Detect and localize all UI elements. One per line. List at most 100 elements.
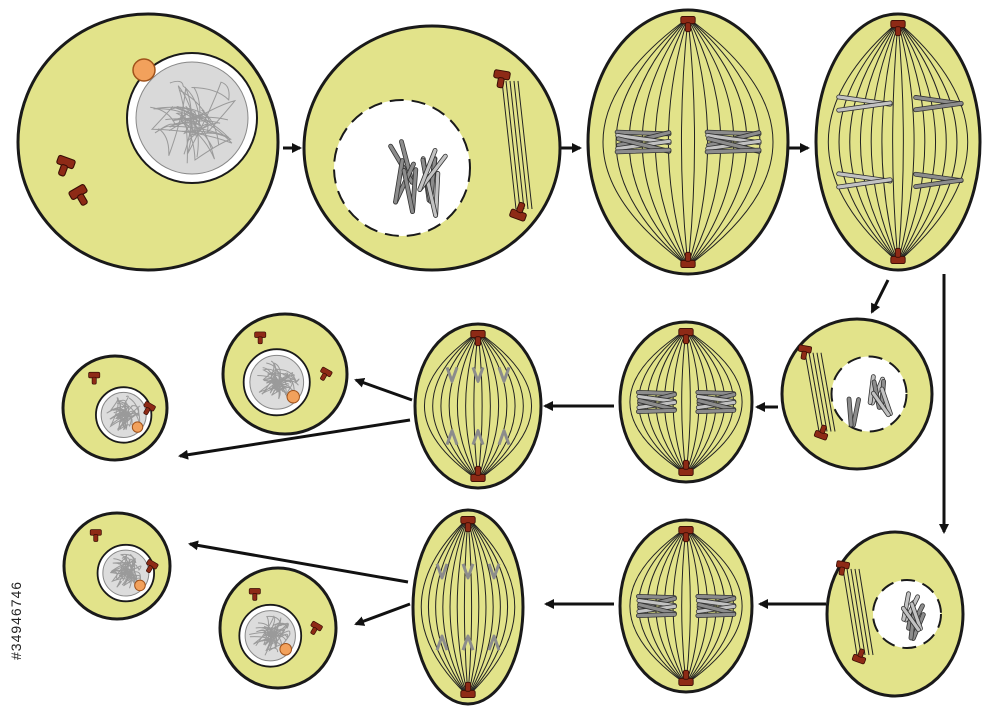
arrows-layer (178, 143, 949, 626)
spindle-fiber (850, 568, 866, 656)
spindle-fiber (846, 568, 862, 656)
arrow-icon (188, 540, 409, 584)
spindle-fiber (509, 80, 525, 210)
spindle-fibers (827, 21, 969, 263)
chromosome-icon (913, 95, 964, 113)
prophase-cell (302, 24, 562, 272)
spindle-fibers (424, 331, 532, 481)
spindle-fiber (854, 568, 870, 656)
chromosome-icon (401, 167, 419, 214)
arrow-icon (178, 418, 411, 460)
spindle-fiber (858, 568, 874, 656)
metaphase-cell-icon (586, 8, 790, 276)
chromatid-icon (461, 563, 475, 580)
chromatid-icon (471, 366, 485, 383)
centriole-icon (146, 559, 159, 574)
metaphase-1-cell (586, 8, 790, 276)
daughter-1-cell (221, 312, 349, 436)
arrow-icon (870, 279, 890, 314)
nucleolus-icon (132, 58, 156, 82)
spindle-fiber (501, 80, 517, 210)
centriole-icon (143, 401, 156, 416)
chromosome-icon (417, 148, 448, 192)
chromatid-icon (471, 429, 485, 446)
anaphase-1-cell (814, 12, 982, 272)
centriole-icon (493, 69, 511, 89)
nucleolus-icon (134, 579, 146, 592)
chromosome-icon (846, 396, 861, 428)
chromosome-icon (636, 398, 677, 415)
chromosome-icon (836, 94, 893, 113)
centriole-icon (88, 371, 101, 385)
chromatid-icon (445, 366, 459, 383)
centriole-icon (89, 529, 102, 542)
prophase-2-lower-cell (825, 530, 965, 698)
centriole-icon (248, 588, 261, 601)
chromatin-icon (106, 395, 141, 432)
anaphase-cell-icon (814, 12, 982, 272)
chromosome-icon (695, 602, 737, 619)
centriole-icon (68, 184, 88, 206)
anaphase-cell-icon (411, 508, 525, 706)
centriole-icon (680, 15, 696, 33)
spindle-fiber (808, 352, 824, 432)
chromatid-icon (461, 634, 475, 651)
centriole-icon (678, 327, 694, 345)
centriole-icon (678, 669, 694, 687)
centriole-icon (678, 459, 694, 477)
spindle-fiber (804, 352, 820, 432)
arrow-icon (354, 602, 411, 626)
chromatid-icon (445, 429, 459, 446)
chromatid-icon (497, 366, 511, 383)
chromosome-icon (695, 398, 737, 415)
chromatid-icon (497, 429, 511, 446)
chromosome-icon (636, 602, 677, 619)
chromosome-icon (836, 171, 893, 190)
spindle-fibers (420, 517, 516, 697)
anaphase-2-upper-cell (413, 322, 543, 490)
centriole-icon (890, 247, 906, 265)
centriole-icon (470, 465, 486, 483)
centriole-icon (509, 201, 527, 222)
chromatid-icon (487, 563, 501, 580)
arrow-icon (354, 377, 413, 402)
metaphase-2-lower-cell (618, 518, 754, 694)
centriole-icon (460, 515, 476, 533)
centriole-icon (835, 560, 851, 576)
centriole-icon (678, 525, 694, 543)
centriole-icon (254, 331, 267, 345)
chromosome-icon (704, 136, 762, 155)
centriole-icon (797, 344, 813, 360)
nucleolus-icon (131, 421, 144, 433)
prophase-2-upper-cell (780, 317, 934, 471)
daughter-3-cell (62, 511, 172, 621)
cells-layer (16, 8, 982, 706)
daughter-4-cell (218, 566, 338, 690)
metaphase-2-upper-cell (618, 320, 754, 484)
centriole-icon (56, 154, 76, 177)
anaphase-cell-icon (413, 322, 543, 490)
spindle-fiber (816, 352, 832, 432)
nucleolus-icon (279, 642, 293, 656)
centriole-icon (813, 424, 829, 441)
chromatin-icon (249, 615, 291, 656)
chromosome-icon (913, 171, 964, 189)
chromosome-icon (614, 136, 672, 155)
chromosome-icon (871, 386, 893, 418)
spindle-fiber (812, 352, 828, 432)
chromatid-icon (435, 634, 449, 651)
spindle-fiber (505, 80, 521, 210)
nucleolus-icon (286, 390, 300, 404)
centriole-icon (851, 648, 867, 665)
spindle-fiber (842, 568, 858, 656)
chromatin-icon (257, 360, 300, 401)
spindle-fiber (820, 352, 836, 432)
anaphase-2-lower-cell (411, 508, 525, 706)
centriole-icon (890, 19, 906, 37)
centriole-icon (470, 329, 486, 347)
chromosome-icon (423, 171, 441, 218)
chromatid-icon (487, 634, 501, 651)
spindle-fiber (513, 80, 529, 210)
interphase-cell (16, 12, 280, 272)
